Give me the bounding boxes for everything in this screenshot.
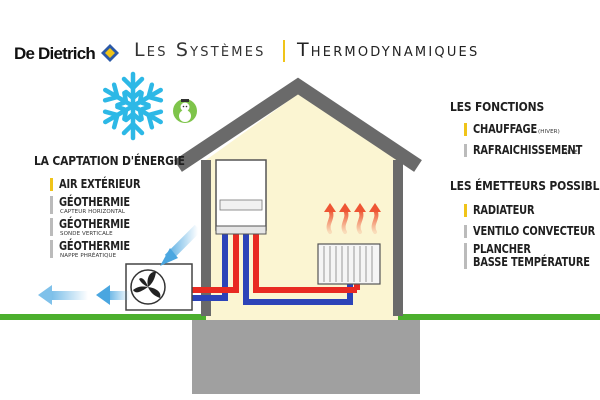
- title-thermodynamiques: Thermodynamiques: [297, 39, 480, 61]
- title-systemes: Les Systèmes: [134, 39, 266, 61]
- brand-name: De Dietrich: [14, 44, 96, 63]
- bar-geothermie-3: [50, 240, 53, 258]
- emitter-ventilo-convecteur[interactable]: VENTILO CONVECTEUR: [473, 224, 596, 238]
- function-chauffage[interactable]: CHAUFFAGE: [473, 122, 538, 136]
- heat-pump-fan-icon: [125, 263, 193, 311]
- captation-item-geo-verticale-sub: SONDE VERTICALE: [60, 231, 113, 237]
- de-dietrich-logo-icon: [101, 44, 119, 62]
- bar-geothermie-1: [50, 196, 53, 214]
- emitter-basse-temperature[interactable]: BASSE TEMPÉRATURE: [473, 255, 590, 269]
- snowflake-icon: [101, 71, 165, 138]
- function-chauffage-sub: (HIVER): [538, 129, 560, 135]
- bar-geothermie-2: [50, 218, 53, 236]
- title-separator: [283, 40, 285, 62]
- house-roof: [174, 77, 422, 172]
- bar-air-exterieur: [50, 178, 53, 191]
- boiler-unit-icon: [215, 159, 267, 235]
- emitters-heading: LES ÉMETTEURS POSSIBLES: [450, 178, 600, 193]
- air-flow-arrow-icon: [38, 224, 202, 305]
- captation-item-geo-nappe[interactable]: GÉOTHERMIE: [59, 239, 130, 253]
- captation-item-geo-horizontal[interactable]: GÉOTHERMIE: [59, 195, 130, 209]
- bar-ventilo: [464, 225, 467, 238]
- foundation: [192, 320, 420, 394]
- bar-rafraichissement: [464, 144, 467, 157]
- radiator-icon: [317, 243, 381, 285]
- captation-heading: LA CAPTATION D'ÉNERGIE: [34, 153, 185, 168]
- captation-item-geo-nappe-sub: NAPPE PHRÉATIQUE: [60, 253, 117, 259]
- emitter-plancher[interactable]: PLANCHER: [473, 242, 531, 256]
- bar-chauffage: [464, 123, 467, 136]
- captation-item-geo-horizontal-sub: CAPTEUR HORIZONTAL: [60, 209, 126, 215]
- captation-item-air[interactable]: AIR EXTÉRIEUR: [59, 177, 141, 191]
- heat-waves-icon: [324, 203, 381, 234]
- emitter-radiateur[interactable]: RADIATEUR: [473, 203, 535, 217]
- bar-radiateur: [464, 204, 467, 217]
- functions-heading: LES FONCTIONS: [450, 99, 545, 114]
- captation-item-geo-verticale[interactable]: GÉOTHERMIE: [59, 217, 130, 231]
- function-rafraichissement[interactable]: RAFRAICHISSEMENT: [473, 143, 583, 157]
- snowman-icon: [173, 99, 197, 123]
- function-rafraichissement-sub: (ÉTÉ): [565, 150, 581, 156]
- bar-plancher: [464, 243, 467, 269]
